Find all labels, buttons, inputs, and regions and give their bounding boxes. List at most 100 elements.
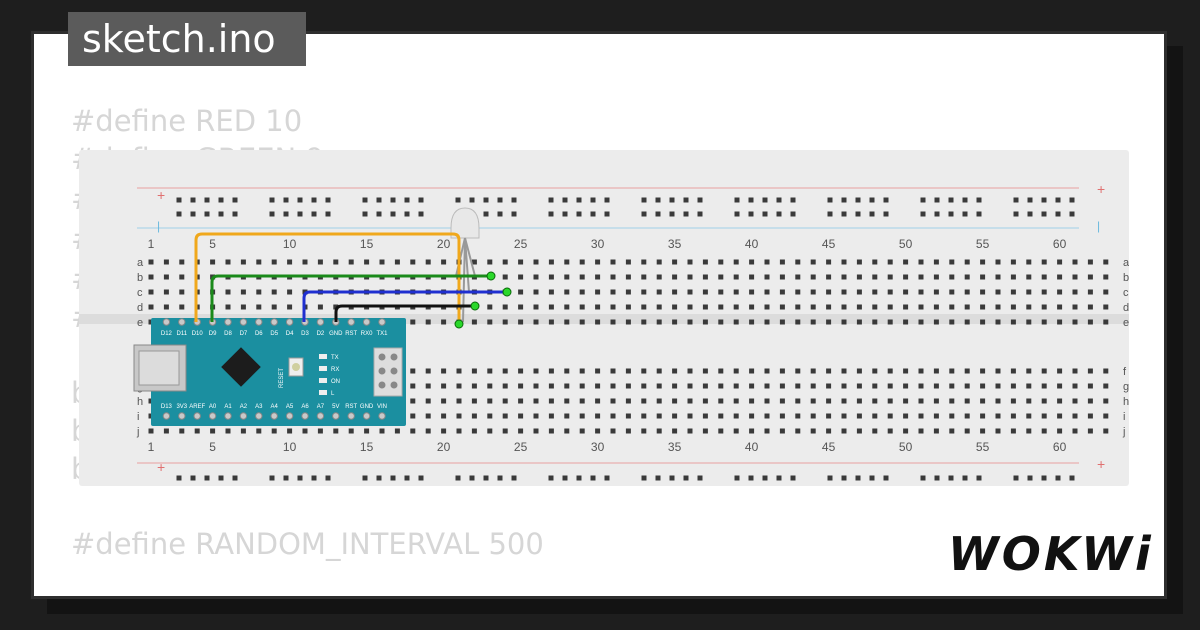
- terminal-hole: [333, 259, 339, 265]
- rail-hole: [362, 211, 368, 217]
- terminal-hole: [672, 428, 678, 434]
- terminal-hole: [718, 289, 724, 295]
- pin-label: 3V3: [176, 404, 187, 410]
- rail-hole: [641, 211, 647, 217]
- terminal-hole: [179, 428, 185, 434]
- rail-hole: [1069, 475, 1075, 481]
- terminal-hole: [379, 259, 385, 265]
- terminal-hole: [718, 368, 724, 374]
- terminal-hole: [1072, 398, 1078, 404]
- terminal-hole: [317, 259, 323, 265]
- terminal-hole: [810, 289, 816, 295]
- rail-hole: [827, 475, 833, 481]
- terminal-hole: [702, 259, 708, 265]
- terminal-hole: [872, 259, 878, 265]
- rail-hole: [604, 197, 610, 203]
- terminal-hole: [718, 398, 724, 404]
- terminal-hole: [1072, 319, 1078, 325]
- terminal-hole: [980, 428, 986, 434]
- terminal-hole: [518, 304, 524, 310]
- rail-hole: [734, 211, 740, 217]
- terminal-hole: [240, 304, 246, 310]
- terminal-hole: [764, 368, 770, 374]
- rail-hole: [590, 211, 596, 217]
- terminal-hole: [333, 428, 339, 434]
- terminal-hole: [718, 413, 724, 419]
- terminal-hole: [841, 398, 847, 404]
- terminal-hole: [548, 319, 554, 325]
- rail-hole: [497, 211, 503, 217]
- wire-endpoint: [454, 319, 464, 329]
- terminal-hole: [733, 289, 739, 295]
- terminal-hole: [225, 259, 231, 265]
- rail-hole: [934, 475, 940, 481]
- icsp-pin: [378, 381, 386, 389]
- terminal-hole: [826, 428, 832, 434]
- rail-hole: [455, 197, 461, 203]
- terminal-hole: [595, 383, 601, 389]
- terminal-hole: [1103, 304, 1109, 310]
- terminal-hole: [564, 319, 570, 325]
- terminal-hole: [702, 428, 708, 434]
- terminal-hole: [1010, 259, 1016, 265]
- terminal-hole: [733, 398, 739, 404]
- rail-hole: [697, 475, 703, 481]
- rail-hole: [404, 475, 410, 481]
- pin-label: D13: [161, 404, 173, 410]
- terminal-hole: [1057, 259, 1063, 265]
- row-letter: d: [137, 302, 143, 314]
- terminal-hole: [1072, 304, 1078, 310]
- terminal-hole: [1072, 274, 1078, 280]
- terminal-hole: [1010, 274, 1016, 280]
- terminal-hole: [687, 383, 693, 389]
- terminal-hole: [656, 383, 662, 389]
- terminal-hole: [441, 368, 447, 374]
- terminal-hole: [487, 428, 493, 434]
- rail-hole: [762, 211, 768, 217]
- rail-hole: [376, 475, 382, 481]
- row-letter: c: [137, 287, 143, 299]
- terminal-hole: [1010, 368, 1016, 374]
- terminal-hole: [1010, 383, 1016, 389]
- pin-label: 5V: [332, 404, 339, 410]
- terminal-hole: [810, 319, 816, 325]
- rail-hole: [232, 197, 238, 203]
- rail-hole: [962, 475, 968, 481]
- terminal-hole: [163, 274, 169, 280]
- terminal-hole: [425, 413, 431, 419]
- rail-hole: [748, 475, 754, 481]
- pin-label: D10: [192, 331, 204, 337]
- rail-hole: [176, 197, 182, 203]
- rail-hole: [232, 475, 238, 481]
- terminal-hole: [795, 368, 801, 374]
- terminal-hole: [471, 398, 477, 404]
- terminal-hole: [1057, 413, 1063, 419]
- rail-plus-label: +: [1097, 181, 1105, 197]
- rail-hole: [404, 211, 410, 217]
- terminal-hole: [1057, 383, 1063, 389]
- terminal-hole: [949, 289, 955, 295]
- terminal-hole: [610, 383, 616, 389]
- rail-hole: [697, 197, 703, 203]
- row-letter: b: [1123, 272, 1129, 284]
- terminal-hole: [410, 319, 416, 325]
- pin-label: D3: [301, 331, 309, 337]
- rail-hole: [827, 197, 833, 203]
- terminal-hole: [810, 304, 816, 310]
- terminal-hole: [749, 413, 755, 419]
- terminal-hole: [872, 428, 878, 434]
- terminal-hole: [764, 428, 770, 434]
- terminal-hole: [856, 259, 862, 265]
- terminal-hole: [672, 383, 678, 389]
- rail-hole: [483, 475, 489, 481]
- terminal-hole: [518, 383, 524, 389]
- terminal-hole: [918, 304, 924, 310]
- terminal-hole: [287, 428, 293, 434]
- rail-hole: [790, 197, 796, 203]
- breadboard-canvas[interactable]: ++++||||11551010151520202525303035354040…: [79, 150, 1129, 486]
- header-pin: [285, 412, 294, 420]
- terminal-hole: [826, 304, 832, 310]
- usb-port: [138, 350, 180, 386]
- rail-hole: [562, 197, 568, 203]
- terminal-hole: [764, 289, 770, 295]
